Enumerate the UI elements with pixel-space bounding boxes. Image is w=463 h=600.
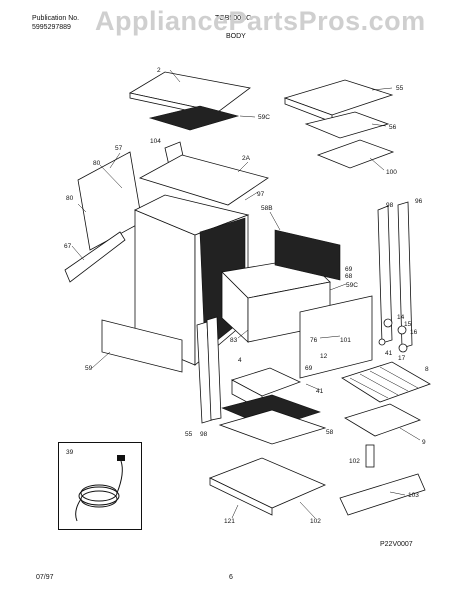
oven-front-frame — [299, 295, 373, 379]
knob-14 — [383, 318, 393, 328]
section-title: BODY — [226, 33, 246, 40]
part-label: 12 — [320, 353, 328, 360]
left-trim-2 — [206, 316, 222, 421]
part-label: 55 — [396, 85, 404, 92]
part-label: 4 — [238, 357, 242, 364]
part-label: 14 — [397, 314, 405, 321]
part-label: 2A — [242, 155, 251, 162]
oven-frame — [274, 229, 341, 281]
part-label: 80 — [66, 195, 74, 202]
part-label: 8 — [425, 366, 429, 373]
part-label: 76 — [310, 337, 318, 344]
watermark: AppliancePartsPros.com — [95, 6, 426, 36]
publication-number: 5995297889 — [32, 24, 71, 31]
part-label: 67 — [64, 243, 72, 250]
kick-panel — [101, 319, 183, 373]
left-side-panel — [77, 151, 143, 251]
part-label: 104 — [150, 138, 161, 145]
part-label: 41 — [385, 350, 393, 357]
part-label: 41 — [316, 388, 324, 395]
backguard — [283, 79, 395, 169]
part-label: 100 — [386, 169, 397, 176]
rack-9 — [344, 403, 421, 437]
part-label: 39 — [66, 449, 74, 456]
part-label: 17 — [398, 355, 406, 362]
part-label: 102 — [310, 518, 321, 525]
part-label: 59C — [258, 114, 270, 121]
power-cord-inset — [58, 442, 142, 530]
part-label: 83 — [230, 337, 238, 344]
part-label: 103 — [408, 492, 419, 499]
publication-label: Publication No. — [32, 15, 80, 22]
part-label: 69 — [305, 365, 313, 372]
part-label: 102 — [349, 458, 360, 465]
part-label: 59C — [346, 282, 358, 289]
right-trim-98 — [377, 205, 393, 344]
part-label: 55 — [185, 431, 193, 438]
knob-16 — [397, 325, 407, 335]
part-label: 80 — [93, 160, 101, 167]
part-label: 56 — [389, 124, 397, 131]
part-label: 98 — [200, 431, 208, 438]
part-label: 58 — [326, 429, 334, 436]
part-label: 98 — [386, 202, 394, 209]
part-17 — [398, 343, 408, 353]
part-label: 101 — [340, 337, 351, 344]
top-panel — [128, 71, 251, 131]
part-label: 2 — [157, 67, 161, 74]
power-cord-icon — [75, 455, 125, 522]
part-label: 9 — [422, 439, 426, 446]
model-number: TGB500CC — [215, 15, 252, 22]
footer-date: 07/97 — [36, 574, 54, 581]
body-shell — [134, 194, 250, 366]
part-41 — [378, 338, 386, 346]
part-label: 59 — [85, 365, 93, 372]
part-label: 58B — [261, 205, 273, 212]
drawing-code: P22V0007 — [380, 541, 413, 548]
part-label: 96 — [415, 198, 423, 205]
right-trim-56 — [397, 201, 413, 349]
leg-102 — [365, 444, 375, 468]
part-label: 68 — [345, 273, 353, 280]
part-label: 16 — [410, 329, 418, 336]
part-label: 97 — [257, 191, 265, 198]
side-bracket — [64, 231, 126, 283]
cooktop-frame — [138, 154, 269, 206]
part-label: 121 — [224, 518, 235, 525]
part-label: 15 — [404, 321, 412, 328]
bottom-panel — [208, 457, 327, 509]
oven-rack — [341, 361, 431, 403]
page-number: 6 — [229, 574, 233, 581]
drawer-front — [339, 473, 426, 516]
part-label: 69 — [345, 266, 353, 273]
part-label: 57 — [115, 145, 123, 152]
